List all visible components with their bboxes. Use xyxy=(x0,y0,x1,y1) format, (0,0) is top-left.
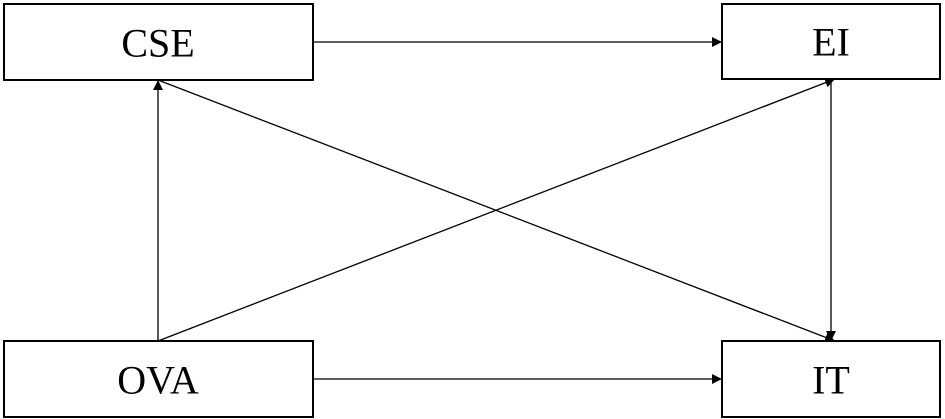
node-cse-box xyxy=(3,3,314,81)
node-ei: EI xyxy=(721,3,941,80)
node-cse-label: CSE xyxy=(121,21,194,66)
node-ova-box xyxy=(3,340,314,418)
edge-cse-to-it xyxy=(157,79,836,343)
node-ova-label: OVA xyxy=(117,358,199,403)
node-ei-label: EI xyxy=(812,20,850,65)
node-ova: OVA xyxy=(3,340,314,418)
node-ei-box xyxy=(721,3,941,80)
node-cse: CSE xyxy=(3,3,314,81)
node-it: IT xyxy=(721,340,941,418)
node-it-box xyxy=(721,340,941,418)
node-it-label: IT xyxy=(812,358,850,403)
